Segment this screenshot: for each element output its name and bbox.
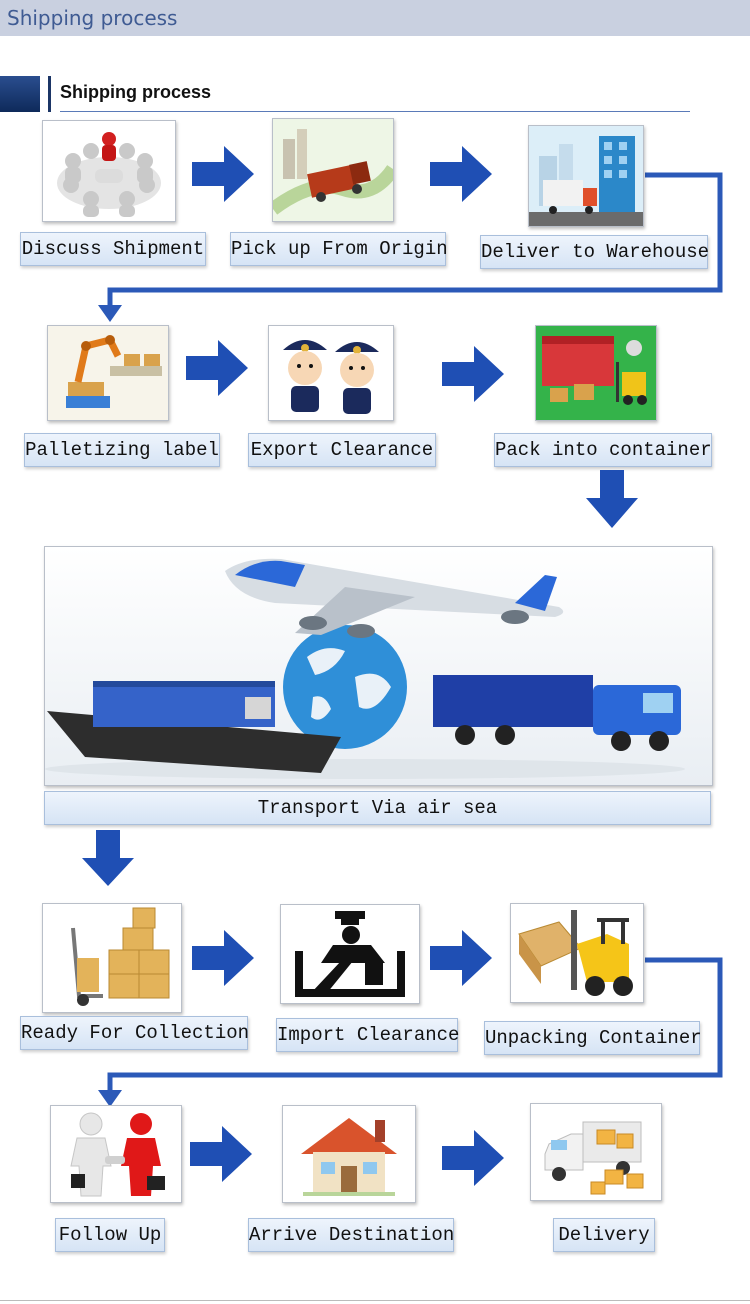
step-6-label: Pack into container [494, 433, 712, 467]
transport-label: Transport Via air sea [44, 791, 711, 825]
forklift-icon [511, 904, 643, 1002]
ship [47, 681, 341, 773]
footer-divider [0, 1300, 750, 1301]
connector-line-1 [98, 172, 723, 322]
right-arrow-icon [430, 930, 492, 986]
step-6-image [535, 325, 657, 421]
right-arrow-icon [442, 346, 504, 402]
step-9-image [510, 903, 644, 1003]
step-12-label: Delivery [553, 1218, 655, 1252]
right-arrow-icon [186, 340, 248, 396]
header-accent-block [0, 76, 40, 112]
down-arrow-icon [586, 470, 638, 528]
step-11-label: Arrive Destination [248, 1218, 454, 1252]
connector-line-2 [98, 957, 723, 1107]
container-forklift-icon [536, 326, 656, 420]
plane-ship-truck-globe-icon [45, 547, 712, 785]
step-5-image [268, 325, 394, 421]
step-10-label: Follow Up [55, 1218, 165, 1252]
step-7-image [42, 903, 182, 1013]
right-arrow-icon [190, 1126, 252, 1182]
step-4-image [47, 325, 169, 421]
step-4-label: Palletizing label [24, 433, 220, 467]
truck-road-icon [273, 119, 393, 221]
step-2-label: Pick up From Origin [230, 232, 448, 266]
section-header: Shipping process [0, 76, 750, 116]
customs-sign-icon [281, 905, 419, 1003]
section-title: Shipping process [60, 82, 212, 102]
step-3-label: Deliver to Warehouse [480, 235, 709, 269]
step-8-image [280, 904, 420, 1004]
right-arrow-icon [442, 1130, 504, 1186]
right-arrow-icon [192, 146, 254, 202]
down-arrow-icon [82, 830, 134, 886]
plane [225, 558, 564, 638]
house-icon [283, 1106, 415, 1202]
boxes-trolley-icon [43, 904, 181, 1012]
step-11-image [282, 1105, 416, 1203]
step-1-image [42, 120, 176, 222]
delivery-van-icon [531, 1104, 661, 1200]
step-12-image [530, 1103, 662, 1201]
top-bar-title: Shipping process [7, 6, 178, 30]
step-9-label: Unpacking Container [484, 1021, 702, 1055]
right-arrow-icon [192, 930, 254, 986]
right-arrow-icon [430, 146, 492, 202]
transport-image [44, 546, 713, 786]
header-underline [60, 111, 690, 112]
step-8-label: Import Clearance [276, 1018, 459, 1052]
header-divider [48, 76, 51, 112]
step-7-label: Ready For Collection [20, 1016, 249, 1050]
robot-arm-icon [48, 326, 168, 420]
step-2-image [272, 118, 394, 222]
truck [433, 675, 681, 751]
step-5-label: Export Clearance [248, 433, 436, 467]
customs-officers-icon [269, 326, 393, 420]
step-1-label: Discuss Shipment [20, 232, 206, 266]
meeting-icon [57, 132, 161, 217]
warehouse-icon [529, 126, 643, 226]
step-10-image [50, 1105, 182, 1203]
step-3-image [528, 125, 644, 227]
top-bar: Shipping process [0, 0, 750, 36]
handshake-icon [51, 1106, 181, 1202]
